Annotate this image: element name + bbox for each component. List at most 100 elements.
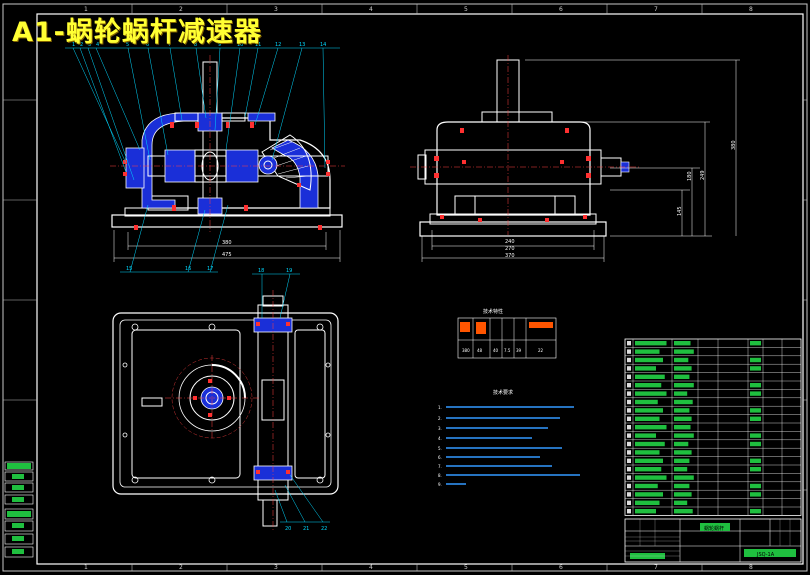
- parts-list-material-cell: [750, 441, 761, 447]
- balloon-label: 13: [299, 42, 305, 48]
- note-number: 8.: [438, 473, 442, 478]
- zone-number: 5: [464, 6, 468, 13]
- balloon-label: 15: [126, 266, 132, 272]
- top-zone-numbers: 1 2 3 4 5 6 7 8 1 2 3 4 5 6 7 8: [84, 6, 753, 571]
- zone-number: 1: [84, 6, 88, 13]
- balloon-label: 22: [321, 526, 327, 532]
- zone-number: 8: [749, 6, 753, 13]
- parts-list-index-cell: [627, 467, 631, 472]
- left-binding-strip: [4, 461, 34, 558]
- parts-list-material-cell: [750, 492, 761, 497]
- balloon-label: 18: [258, 268, 264, 274]
- parts-list-code-cell: [635, 458, 663, 463]
- parts-list-code-cell: [635, 509, 656, 514]
- side-view: 240 270 370 145 180 249 380: [410, 55, 740, 262]
- parts-list-index-cell: [627, 500, 631, 505]
- balloon-label: 12: [275, 42, 281, 48]
- drawing-title: A1-蜗轮蜗杆减速器: [12, 17, 262, 48]
- parts-list-material-cell: [750, 483, 761, 489]
- parts-list-name-cell: [674, 374, 690, 379]
- zone-number: 7: [654, 564, 658, 571]
- parts-list-index-cell: [627, 475, 631, 480]
- parts-list-index-cell: [627, 483, 631, 489]
- title-block-drawing-no: JSQ-1A: [756, 552, 775, 558]
- parts-list-code-cell: [635, 349, 660, 354]
- parts-list-material-cell: [750, 408, 761, 413]
- side-dim-v3: 249: [700, 170, 706, 180]
- parts-list-material-cell: [750, 416, 761, 421]
- parts-list-code-cell: [635, 483, 658, 489]
- balloon-label: 16: [185, 266, 191, 272]
- balloon-label: 8: [194, 42, 197, 48]
- parts-list-code-cell: [635, 467, 662, 472]
- parts-list-frame: [624, 338, 802, 516]
- zone-number: 8: [749, 564, 753, 571]
- parts-list-index-cell: [627, 425, 631, 430]
- parts-list-code-cell: [635, 399, 658, 405]
- parts-list-material-cell: [750, 433, 761, 438]
- parts-list-code-cell: [635, 341, 667, 346]
- parts-list-index-cell: [627, 357, 631, 363]
- title-block-name: 蜗轮蜗杆: [704, 525, 724, 532]
- parts-list-material-cell: [750, 509, 761, 514]
- side-dim-v4: 380: [731, 140, 737, 150]
- front-dim-outer: 475: [222, 252, 232, 258]
- balloon-label: 4: [96, 42, 99, 48]
- note-number: 5.: [438, 446, 442, 451]
- balloon-label: 3: [88, 42, 91, 48]
- parts-list-code-cell: [635, 475, 667, 480]
- parts-list-code-cell: [635, 441, 665, 447]
- parts-list: [624, 338, 802, 516]
- spec-table: 技术特性 380 48 40 7.5 39 22: [457, 308, 557, 359]
- note-number: 4.: [438, 436, 442, 441]
- zone-number: 2: [179, 564, 183, 571]
- parts-list-code-cell: [635, 383, 662, 388]
- spec-table-title: 技术特性: [483, 308, 503, 315]
- zone-number: 3: [274, 564, 278, 571]
- parts-list-material-cell: [750, 341, 761, 346]
- parts-list-material-cell: [750, 391, 761, 396]
- parts-list-index-cell: [627, 416, 631, 421]
- spec-value: 380: [462, 348, 470, 353]
- parts-list-name-cell: [674, 492, 692, 497]
- side-dim-mid: 270: [505, 246, 515, 252]
- parts-list-index-cell: [627, 433, 631, 438]
- balloon-label: 19: [286, 268, 292, 274]
- top-view: 18 19 20 21 22: [112, 268, 339, 532]
- balloon-label: 17: [207, 266, 213, 272]
- parts-list-material-cell: [750, 366, 761, 371]
- zone-number: 4: [369, 564, 373, 571]
- balloon-label: 20: [285, 526, 291, 532]
- zone-number: 2: [179, 6, 183, 13]
- balloon-label: 21: [303, 526, 309, 532]
- parts-list-name-cell: [674, 383, 694, 388]
- title-block: 蜗轮蜗杆 JSQ-1A: [624, 518, 802, 563]
- parts-list-code-cell: [635, 433, 656, 438]
- balloon-label: 1: [72, 42, 75, 48]
- parts-list-name-cell: [674, 500, 688, 505]
- parts-list-name-cell: [674, 425, 691, 430]
- parts-list-code-cell: [635, 366, 656, 371]
- note-number: 2.: [438, 416, 442, 421]
- balloon-label: 14: [320, 42, 326, 48]
- parts-list-index-cell: [627, 441, 631, 447]
- balloon-label: 10: [237, 42, 243, 48]
- parts-list-index-cell: [627, 391, 631, 396]
- parts-list-name-cell: [674, 441, 689, 447]
- spec-value: 22: [538, 348, 544, 353]
- parts-list-code-cell: [635, 391, 667, 396]
- parts-list-index-cell: [627, 366, 631, 371]
- parts-list-name-cell: [674, 349, 694, 354]
- parts-list-index-cell: [627, 492, 631, 497]
- parts-list-name-cell: [674, 357, 689, 363]
- note-number: 7.: [438, 464, 442, 469]
- parts-list-index-cell: [627, 450, 631, 455]
- parts-list-index-cell: [627, 458, 631, 463]
- parts-list-name-cell: [674, 458, 690, 463]
- inner-frame: [36, 13, 804, 565]
- zone-number: 6: [559, 6, 563, 13]
- top-zone-ticks: [3, 4, 807, 571]
- technical-notes: 技术要求 1. 2. 3. 4. 5. 6. 7. 8. 9.: [438, 389, 580, 487]
- side-dim-outer: 370: [505, 253, 515, 259]
